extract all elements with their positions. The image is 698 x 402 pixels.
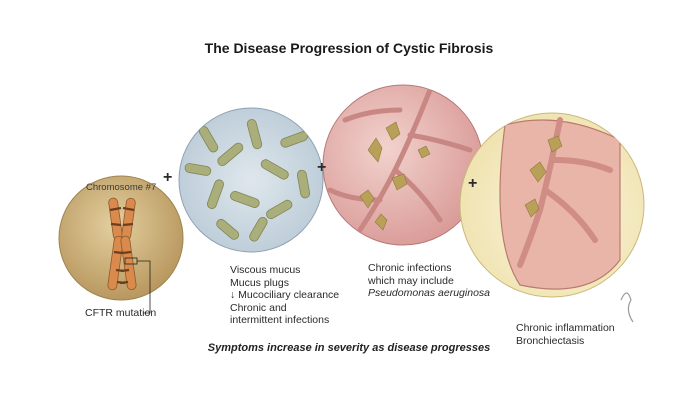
cftr-mutation-label: CFTR mutation xyxy=(85,307,157,319)
stage-2-caption: Viscous mucus Mucus plugs ↓ Mucociliary … xyxy=(230,264,340,326)
stage-3-caption: Chronic infections which may include Pse… xyxy=(368,262,491,299)
lung-circle xyxy=(322,84,484,246)
chromosome-icon xyxy=(107,197,138,291)
plus-sign-3: + xyxy=(468,175,478,192)
bacteria-circle xyxy=(178,107,324,253)
diagram-title: The Disease Progression of Cystic Fibros… xyxy=(204,40,494,56)
chromosome-label: Chromosome #7 xyxy=(86,182,157,193)
chromosome-circle xyxy=(58,175,184,314)
plus-sign-1: + xyxy=(163,169,173,186)
footer-caption: Symptoms increase in severity as disease… xyxy=(207,342,491,354)
plus-sign-2: + xyxy=(317,159,327,176)
mutation-pointer xyxy=(137,260,151,314)
stage-4-caption: Chronic inflammation Bronchiectasis xyxy=(516,322,615,347)
signature-mark xyxy=(620,292,634,323)
bronchiectasis-circle xyxy=(459,112,645,298)
